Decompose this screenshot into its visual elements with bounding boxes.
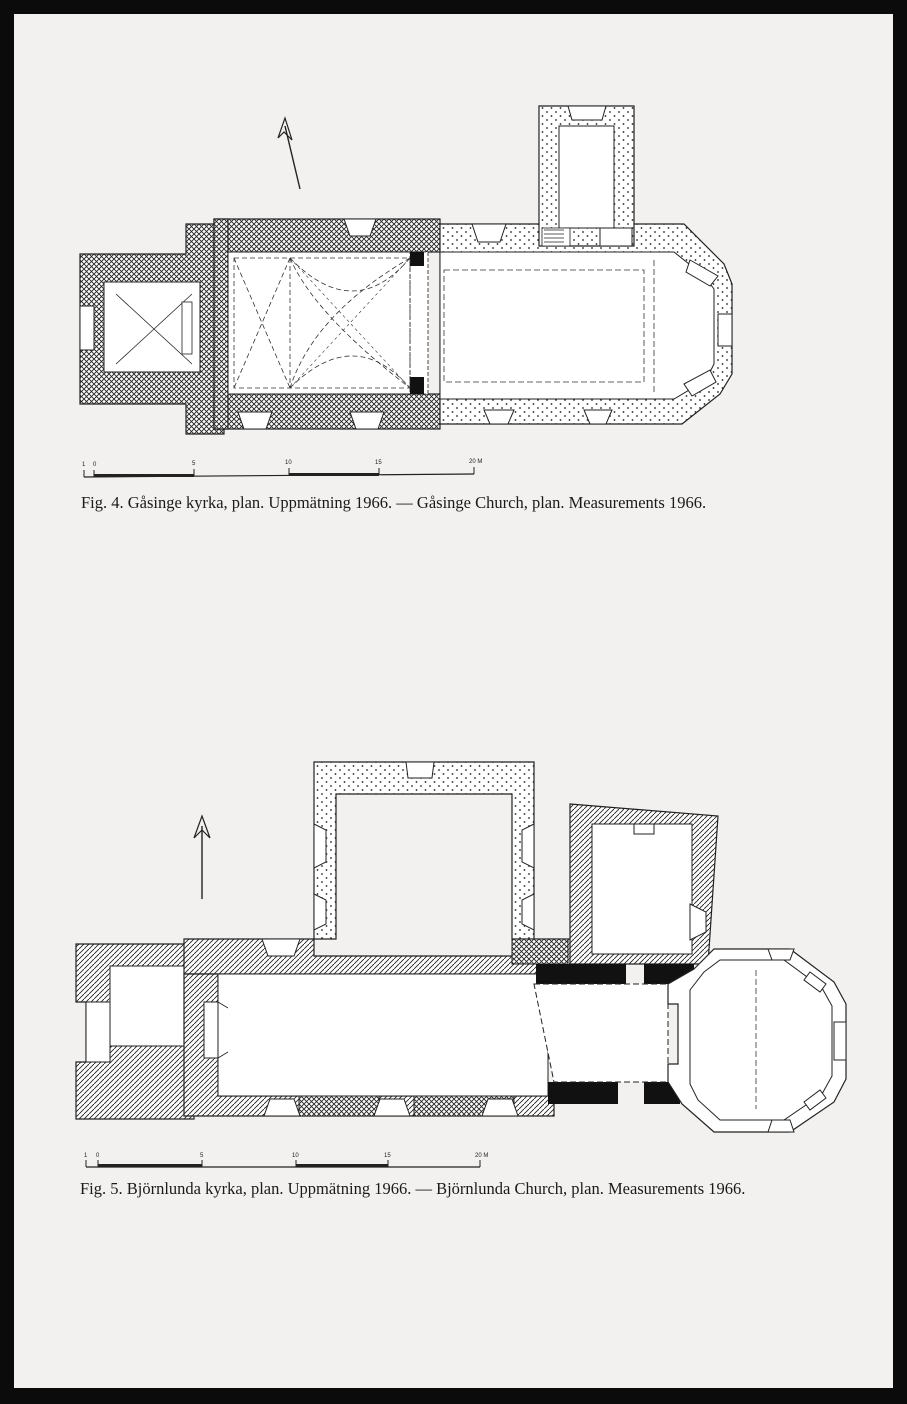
bjornlunda-church-plan: 1 0 5 10 15 20 M [75,761,847,1168]
scale-tick-label: 10 [285,460,292,466]
scale-tick-label: 20 M [469,459,482,465]
west-tower [79,223,225,435]
scale-tick-label: 0 [96,1153,100,1159]
sacristy [569,803,719,965]
scale-tick-label: 15 [375,460,382,466]
scale-tick-label: 0 [93,462,97,468]
figure-caption: Fig. 5. Björnlunda kyrka, plan. Uppmätni… [80,1178,812,1199]
scale-tick-label: 5 [200,1153,204,1159]
north-transept [313,761,569,965]
scale-tick-label: 1 [82,462,86,468]
scale-tick-label: 1 [84,1153,88,1159]
scale-tick-label: 20 M [475,1153,488,1159]
nave-walls [213,218,441,430]
caption-text-fig4: Fig. 4. Gåsinge kyrka, plan. Uppmätning … [81,493,707,512]
black-wall [548,1082,618,1104]
black-wall [536,964,626,984]
chancel [533,948,847,1133]
sacristy [538,105,635,247]
west-tower [75,943,195,1120]
gasinge-church-plan: 1 0 5 10 15 20 M [79,105,733,478]
scale-bar-fig5: 1 0 5 10 15 20 M [84,1153,488,1168]
scale-bar-fig4: 1 0 5 10 15 20 M [82,459,482,478]
north-arrow-icon [277,116,301,190]
document-page: 1 0 5 10 15 20 M Fig. 4. Gåsinge kyrka, … [14,14,893,1388]
scale-tick-label: 5 [192,461,196,467]
scale-tick-label: 15 [384,1153,391,1159]
caption-text-fig5: Fig. 5. Björnlunda kyrka, plan. Uppmätni… [80,1179,746,1198]
nave-walls [183,938,595,1117]
scale-tick-label: 10 [292,1153,299,1159]
north-arrow-icon [193,814,211,899]
chancel [439,223,733,425]
figure-caption: Fig. 4. Gåsinge kyrka, plan. Uppmätning … [81,492,801,513]
